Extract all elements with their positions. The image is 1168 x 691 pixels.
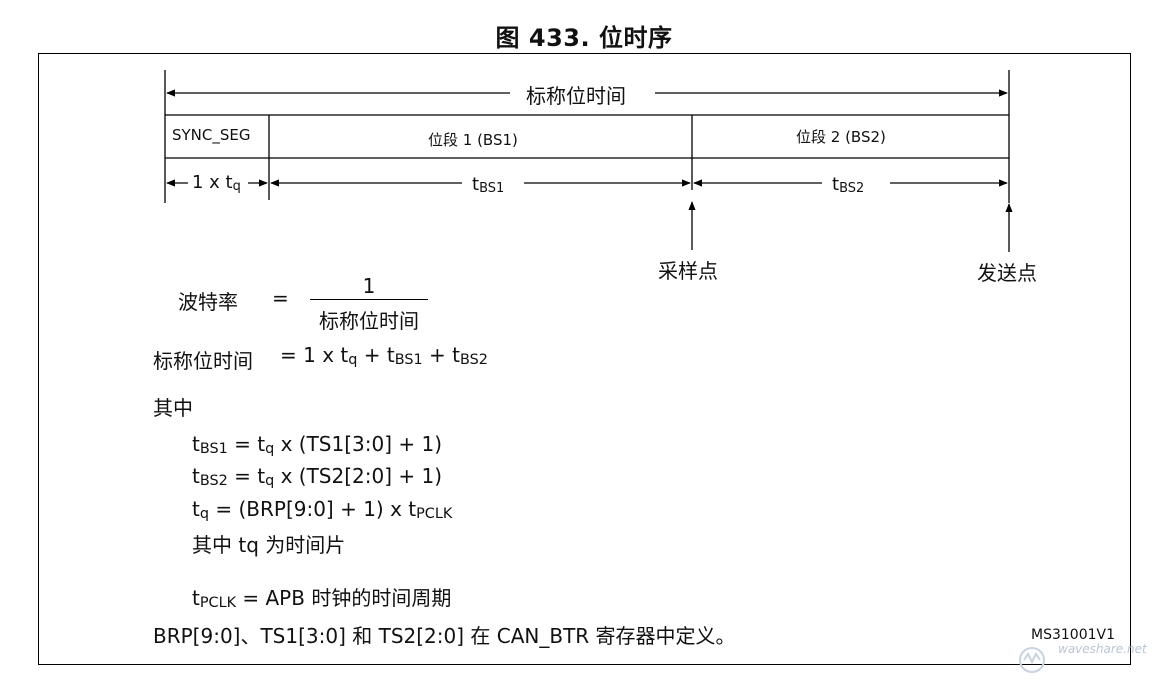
bs2-segment-label: 位段 2 (BS2) — [796, 128, 886, 146]
tbs1-duration-label: tBS1 — [472, 174, 505, 196]
baud-equals: = — [272, 286, 289, 310]
tpclk-formula: tPCLK = APB 时钟的时间周期 — [192, 586, 452, 612]
sync-seg-label: SYNC_SEG — [172, 126, 251, 144]
watermark-logo-icon — [1019, 647, 1045, 673]
fraction-bar — [310, 299, 428, 300]
baud-rate-label: 波特率 — [178, 290, 238, 314]
tbs1-formula: tBS1 = tq x (TS1[3:0] + 1) — [192, 432, 443, 458]
figure-code: MS31001V1 — [1031, 627, 1115, 643]
watermark-text: waveshare.net — [1058, 642, 1147, 656]
fraction-numerator: 1 — [362, 274, 376, 298]
transmit-point-label: 发送点 — [977, 261, 1037, 285]
nominal-formula-label: 标称位时间 — [153, 349, 253, 373]
register-definition-note: BRP[9:0]、TS1[3:0] 和 TS2[2:0] 在 CAN_BTR 寄… — [153, 624, 736, 648]
nominal-bit-time-label: 标称位时间 — [522, 80, 630, 109]
bs1-segment-label: 位段 1 (BS1) — [428, 131, 518, 149]
figure-frame — [38, 53, 1131, 665]
tq-duration-label: 1 x tq — [192, 172, 241, 194]
tbs2-duration-label: tBS2 — [832, 174, 865, 196]
tbs2-formula: tBS2 = tq x (TS2[2:0] + 1) — [192, 464, 443, 490]
sample-point-label: 采样点 — [658, 259, 718, 283]
fraction-denominator: 标称位时间 — [319, 309, 419, 333]
figure-title: 图 433. 位时序 — [495, 24, 673, 52]
tq-formula: tq = (BRP[9:0] + 1) x tPCLK — [192, 497, 453, 523]
nominal-formula: = 1 x tq + tBS1 + tBS2 — [280, 343, 488, 369]
where-label: 其中 — [153, 396, 193, 420]
tq-note: 其中 tq 为时间片 — [192, 533, 346, 557]
